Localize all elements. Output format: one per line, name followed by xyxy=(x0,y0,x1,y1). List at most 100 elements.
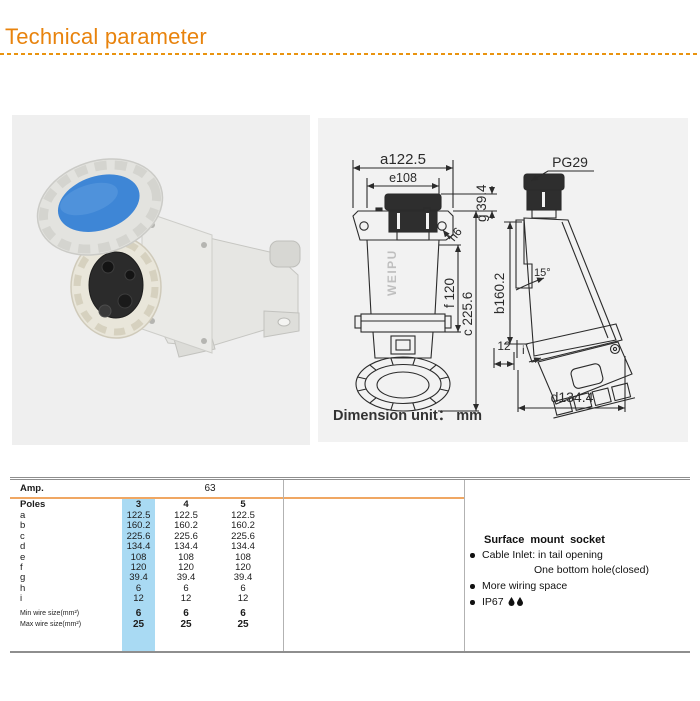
value-pole-4: 6 xyxy=(183,582,189,594)
dimension-letter: b xyxy=(20,520,26,532)
min-wire-label: Min wire size(mm²) xyxy=(20,609,80,617)
value-pole-5: 108 xyxy=(235,551,251,563)
angle-label: 15° xyxy=(534,267,551,279)
info-bullet-wiring: More wiring space xyxy=(470,580,688,593)
page-title: Technical parameter xyxy=(5,24,207,49)
dim-h-label: h6 xyxy=(446,224,466,243)
dim-a-label: a122.5 xyxy=(380,151,426,168)
value-pole-3: 120 xyxy=(130,561,147,573)
wiring-space-text: More wiring space xyxy=(482,580,568,592)
cap-grip-ribs xyxy=(38,160,162,254)
protective-cap xyxy=(36,158,164,256)
dim-e-label: e108 xyxy=(389,171,417,185)
min-wire-row: Min wire size(mm²) 6 6 6 xyxy=(10,608,690,620)
screw xyxy=(201,242,207,248)
product-info: Surface mount socket Cable Inlet: in tai… xyxy=(470,534,688,610)
info-bullet-cable: Cable Inlet: in tail opening xyxy=(470,549,688,562)
unit-note: Dimension unit： mm xyxy=(333,408,482,424)
value-pole-4: 122.5 xyxy=(174,510,198,521)
pin-hole xyxy=(101,260,115,274)
gland-size-label: PG29 xyxy=(552,154,588,170)
dim-g-label: g 39.4 xyxy=(474,184,489,222)
value-pole-3: 39.4 xyxy=(129,572,148,584)
table-row: i 12 12 12 xyxy=(10,593,690,605)
max-wire-value: 25 xyxy=(180,619,192,631)
value-pole-3: 108 xyxy=(130,551,147,563)
pole-option-5[interactable]: 5 xyxy=(240,499,246,510)
value-pole-4: 225.6 xyxy=(174,530,198,542)
poles-row: Poles 3 4 5 xyxy=(10,499,690,511)
bullet-icon xyxy=(470,553,475,558)
dimension-letter: f xyxy=(20,561,23,573)
value-pole-3: 134.4 xyxy=(126,541,151,553)
table-row: g 39.4 39.4 39.4 xyxy=(10,572,690,584)
dimension-drawing: a122.5 e108 h6 g 39.4 f 120 c 225.6 WEIP… xyxy=(333,151,636,424)
dimension-letter: g xyxy=(20,572,26,584)
dimension-drawing-panel: a122.5 e108 h6 g 39.4 f 120 c 225.6 WEIP… xyxy=(318,118,688,442)
mounting-hole xyxy=(277,317,291,327)
dimension-letter: h xyxy=(20,582,26,594)
dim-b-label: b160.2 xyxy=(492,273,507,314)
screw xyxy=(201,338,207,344)
min-wire-value: 6 xyxy=(135,607,142,619)
value-pole-5: 134.4 xyxy=(231,541,255,553)
min-wire-value: 6 xyxy=(183,607,189,619)
value-pole-5: 6 xyxy=(240,582,246,594)
product-info-title: Surface mount socket xyxy=(484,534,605,546)
pole-option-4[interactable]: 4 xyxy=(183,499,189,510)
value-pole-5: 122.5 xyxy=(231,510,255,521)
table-divider-line xyxy=(283,480,284,651)
table-divider-line xyxy=(464,480,465,651)
bullet-icon xyxy=(470,584,475,589)
dimension-letter: c xyxy=(20,530,25,542)
pin-hole xyxy=(98,304,112,318)
dim-f-label: f 120 xyxy=(442,278,457,308)
cable-continuation: One bottom hole(closed) xyxy=(534,564,649,576)
dim-d-label: d134.4 xyxy=(551,389,594,405)
orange-rule xyxy=(10,497,464,499)
value-pole-3: 122.5 xyxy=(126,510,151,521)
value-pole-4: 120 xyxy=(178,561,194,573)
value-pole-4: 108 xyxy=(178,551,194,563)
cable-gland-stub xyxy=(269,240,301,268)
value-pole-4: 39.4 xyxy=(176,572,196,584)
value-pole-5: 12 xyxy=(237,593,249,605)
cable-inlet-text: Cable Inlet: in tail opening xyxy=(482,549,603,561)
waterproof-drop-icons xyxy=(508,597,524,610)
pin-hole xyxy=(117,293,133,309)
table-row: h 6 6 6 xyxy=(10,582,690,594)
value-pole-3: 160.2 xyxy=(126,520,151,532)
value-pole-3: 6 xyxy=(135,582,142,594)
max-wire-row: Max wire size(mm²) 25 25 25 xyxy=(10,619,690,631)
bullet-icon xyxy=(470,600,475,605)
value-pole-5: 225.6 xyxy=(231,530,255,542)
max-wire-label: Max wire size(mm²) xyxy=(20,621,82,629)
poles-label: Poles xyxy=(20,499,46,510)
selected-pole-column-highlight xyxy=(122,499,155,651)
product-photo xyxy=(12,115,310,445)
max-wire-value: 25 xyxy=(132,619,145,631)
brand-label: WEIPU xyxy=(385,249,399,296)
dim-c-label: c 225.6 xyxy=(460,292,475,336)
table-row: e 108 108 108 xyxy=(10,551,690,563)
max-wire-value: 25 xyxy=(237,619,249,631)
ip-rating-text: IP67 xyxy=(482,596,504,608)
min-wire-value: 6 xyxy=(240,607,246,619)
pole-option-3[interactable]: 3 xyxy=(135,499,142,510)
dimension-letter: e xyxy=(20,551,26,563)
value-pole-5: 39.4 xyxy=(233,572,253,584)
value-pole-4: 134.4 xyxy=(174,541,198,553)
value-pole-4: 12 xyxy=(180,593,192,605)
amp-value: 63 xyxy=(204,483,216,494)
dimension-letter: i xyxy=(20,593,23,605)
value-pole-3: 12 xyxy=(133,593,144,605)
dashed-divider xyxy=(0,53,700,55)
dimension-letter: d xyxy=(20,541,26,553)
